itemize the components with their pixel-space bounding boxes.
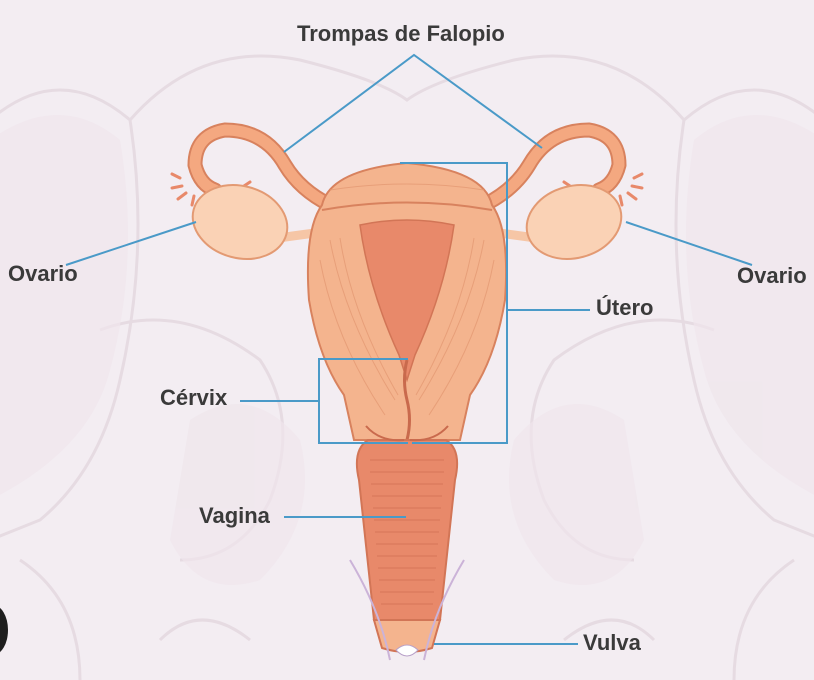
label-vulva: Vulva	[583, 630, 641, 655]
uterus-muscle-texture	[319, 183, 495, 416]
uterine-cavity	[359, 219, 455, 383]
pelvis-fill	[0, 115, 814, 585]
leader-uterus-bracket	[400, 162, 508, 444]
leader-ovary-right	[625, 221, 753, 266]
ovary-right-shape	[525, 184, 623, 260]
label-ovary-right: Ovario	[737, 263, 807, 288]
label-uterus: Útero	[596, 295, 654, 320]
leader-ovary-left	[65, 221, 197, 266]
cervical-canal	[403, 359, 411, 441]
floating-action-button[interactable]	[0, 605, 8, 655]
leader-fallopian	[283, 53, 543, 153]
leader-lines	[65, 53, 753, 645]
vagina-rugae	[370, 459, 444, 605]
fallopian-tubes	[170, 122, 644, 213]
ovary-left-shape	[191, 184, 289, 260]
label-cervix: Cérvix	[160, 385, 228, 410]
label-ovary-left: Ovario	[8, 261, 78, 286]
vagina-shape	[355, 439, 459, 621]
label-vagina: Vagina	[199, 503, 270, 528]
label-fallopian-tubes: Trompas de Falopio	[297, 21, 505, 46]
pelvis-silhouette	[0, 54, 814, 680]
